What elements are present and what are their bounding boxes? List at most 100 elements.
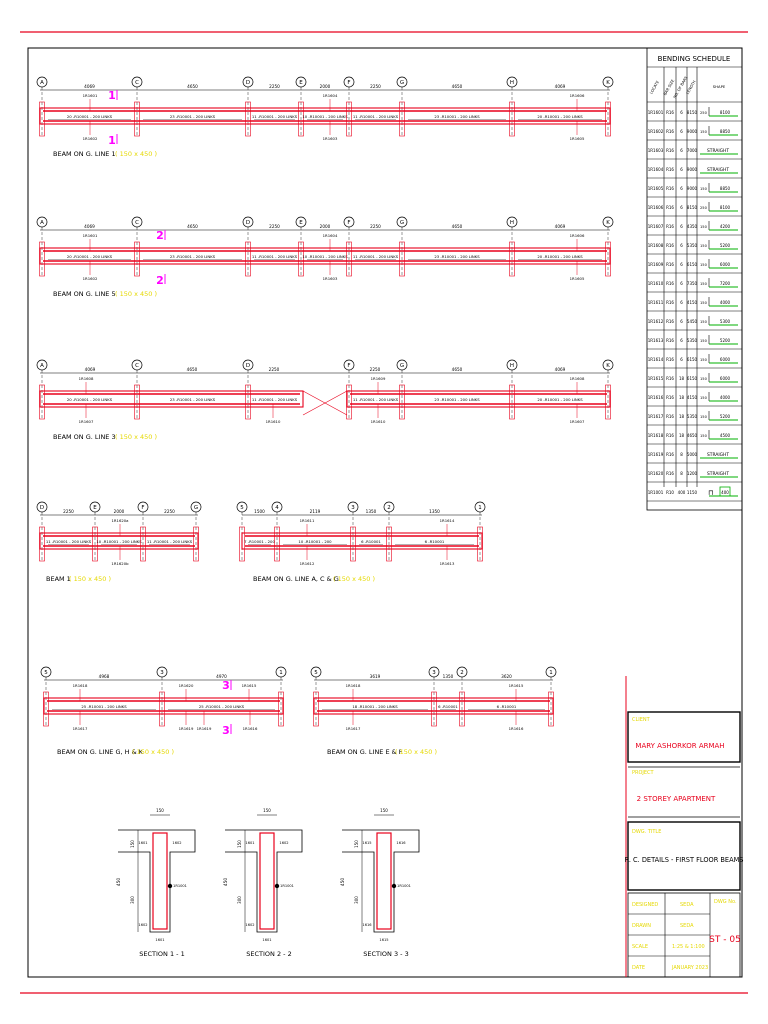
schedule-shape: 5200 (720, 338, 731, 343)
client-label: CLIENT (632, 717, 651, 723)
schedule-mark: 1R1616 (648, 395, 664, 400)
section-title: SECTION 1 - 1 (139, 950, 184, 958)
link-spec: 10 -R10001 - 200 LINKS (302, 114, 348, 119)
schedule-size: R16 (666, 148, 674, 153)
grid-label: 4 (275, 505, 279, 511)
section-callout: 1 (108, 134, 116, 147)
grid-label: A (40, 363, 44, 369)
link-spec: 23 -R10001 - 200 LINKS (170, 254, 216, 259)
beam-title: BEAM ON G. LINE A, C & G (253, 575, 339, 583)
span-dimension: 4650 (187, 367, 198, 372)
title-block: CLIENT MARY ASHORKOR ARMAH PROJECT 2 STO… (625, 676, 743, 978)
beam-title: BEAM ON G. LINE 5 (53, 290, 116, 298)
section-link-mark: 1R1001 (280, 884, 294, 888)
schedule-size: R16 (666, 433, 674, 438)
column-outline (431, 691, 437, 727)
span-dimension: 4069 (85, 367, 96, 372)
schedule-mark: 1R1603 (648, 148, 664, 153)
link-spec: 10 -R10001 - 200 LINKS (96, 539, 142, 544)
beam-size: ( 150 x 450 ) (132, 748, 174, 756)
link-spec: 23 -R10001 - 200 LINKS (434, 114, 480, 119)
section-bar-mark: 1615 (379, 938, 388, 942)
drawing-frame (27, 47, 743, 978)
top-bar-mark: 1R1611 (300, 518, 315, 523)
bottom-bar-mark: 1R1602 (83, 136, 98, 141)
section-callout: 1 (108, 89, 116, 102)
section-link-mark: 1R1001 (397, 884, 411, 888)
section-h2: 300 (354, 896, 359, 904)
bottom-bar-mark: 1R1617 (346, 726, 361, 731)
date-value: JANUARY 2023 (671, 965, 708, 971)
grid-label: 3 (160, 670, 164, 676)
top-bar-mark: 1R1620a (111, 518, 128, 523)
schedule-size: R16 (666, 110, 674, 115)
section-bar-dot (274, 883, 280, 889)
grid-label: A (40, 220, 44, 226)
schedule-mark: 1R1001 (648, 490, 664, 495)
schedule-shape-hook-length: 250 (700, 206, 708, 210)
column-outline (239, 526, 245, 562)
title-label: DWG. TITLE (632, 829, 661, 835)
section-bar-mark: 1616 (362, 923, 372, 927)
schedule-number: 6 (680, 186, 683, 191)
link-spec: 25 -R10001 - 200 LINKS (199, 704, 245, 709)
dwg-no: ST - 05 (709, 935, 741, 945)
grid-label: G (400, 80, 404, 86)
project-label: PROJECT (632, 770, 655, 776)
section-outline (118, 829, 196, 933)
schedule-shape-hook-length: 150 (700, 434, 708, 438)
schedule-number: 6 (680, 243, 683, 248)
grid-label: D (246, 363, 250, 369)
schedule-mark: 1R1601 (648, 110, 664, 115)
beam-outline (39, 247, 611, 265)
schedule-shape: STRAIGHT (707, 471, 729, 477)
section-bar-mark: 1602 (138, 923, 147, 927)
bottom-bar-mark: 1R1607 (570, 419, 585, 424)
beam-size: ( 150 x 450 ) (333, 575, 375, 583)
date-label: DATE (632, 965, 645, 971)
schedule-length: 1150 (687, 490, 698, 495)
column-outline (92, 526, 98, 562)
schedule-shape: STRAIGHT (707, 452, 729, 458)
top-bar-mark: 1R1609 (371, 376, 386, 381)
schedule-shape: 4500 (720, 433, 731, 438)
grid-label: 1 (478, 505, 482, 511)
top-bar-mark: 1R1601 (83, 93, 98, 98)
schedule-shape-hook-length: 250 (700, 111, 708, 115)
schedule-size: R16 (666, 281, 674, 286)
bottom-bar-mark: 1R1607 (79, 419, 94, 424)
span-dimension: 2250 (164, 509, 175, 514)
link-spec: 11 -R10001 - 200 LINKS (353, 397, 399, 402)
section-link (152, 832, 168, 930)
schedule-shape-dim: ⊓ (708, 489, 713, 497)
schedule-shape-hook-length: 150 (700, 358, 708, 362)
link-spec: 20 -R10001 - 200 LINKS (537, 397, 583, 402)
schedule-length: 5450 (687, 319, 698, 324)
span-dimension: 2000 (114, 509, 125, 514)
schedule-shape: 8850 (720, 129, 731, 134)
grid-label: 1 (279, 670, 283, 676)
span-dimension: 4650 (452, 367, 463, 372)
link-spec: 23 -R10001 - 200 LINKS (434, 254, 480, 259)
span-dimension: 4069 (555, 367, 566, 372)
top-bar-mark: 1R1606 (570, 93, 585, 98)
grid-label: 5 (240, 505, 244, 511)
schedule-size: R16 (666, 338, 674, 343)
beam-title: BEAM ON G. LINE G, H & K (57, 748, 144, 756)
schedule-shape: 5200 (720, 414, 731, 419)
schedule-number: 18 (679, 414, 685, 419)
schedule-header: LOCATE (648, 79, 660, 95)
span-dimension: 4650 (452, 224, 463, 229)
bottom-bar-mark: 1R1610 (266, 419, 281, 424)
schedule-length: 5350 (687, 338, 698, 343)
span-dimension: 2250 (269, 224, 280, 229)
bottom-bar-mark: 1R1603 (323, 276, 338, 281)
schedule-mark: 1R1610 (648, 281, 664, 286)
void-cross (302, 390, 348, 416)
designed-label: DESIGNED (632, 902, 658, 908)
link-spec: 6 -R10001 (497, 704, 517, 709)
